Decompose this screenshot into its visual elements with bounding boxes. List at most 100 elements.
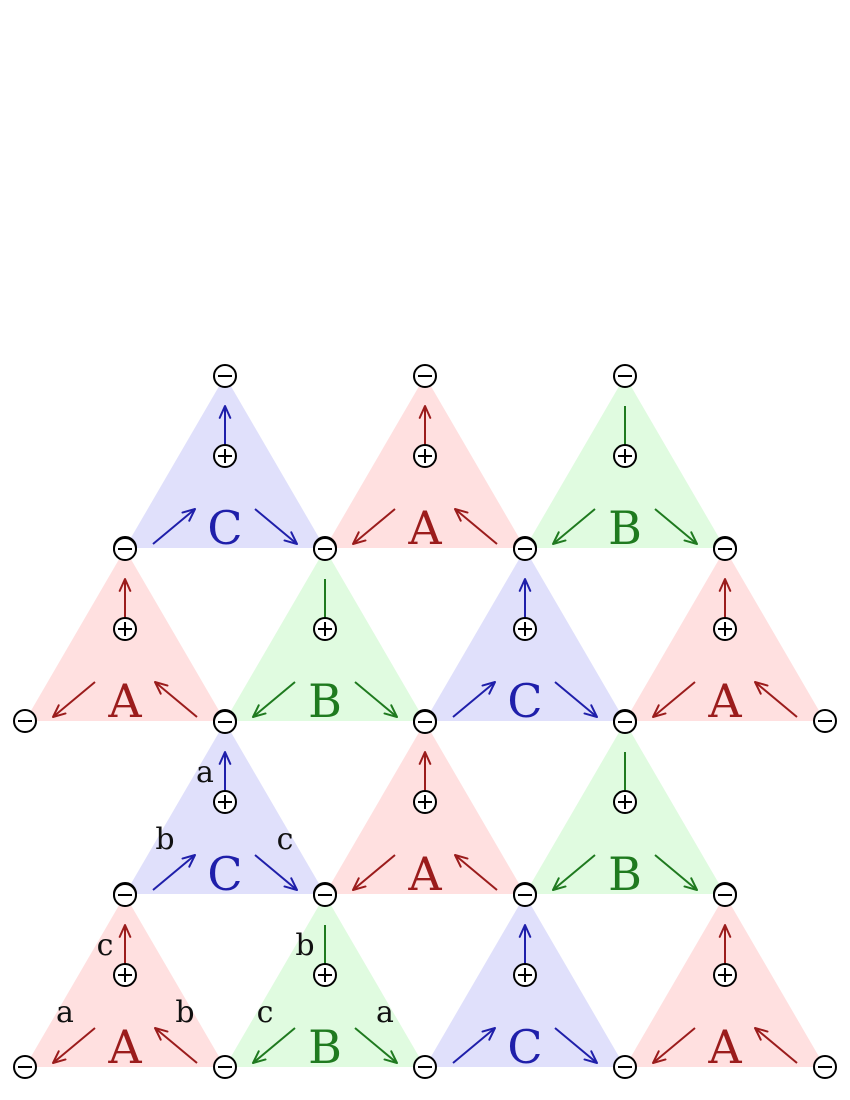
negative-node — [113, 883, 137, 907]
tile-letter: C — [207, 847, 242, 901]
arrow-right-head — [583, 1050, 598, 1064]
positive-node — [713, 963, 737, 987]
negative-node — [713, 883, 737, 907]
positive-node — [613, 444, 637, 468]
arrow-right-head — [454, 508, 469, 522]
negative-node — [313, 537, 337, 561]
arrow-left — [252, 681, 296, 718]
arrow-right-head — [383, 1050, 398, 1064]
arrow-right — [354, 681, 398, 718]
arrow-right-head — [454, 854, 469, 868]
arrow-right-shaft — [754, 681, 798, 718]
arrow-top-head — [418, 405, 432, 419]
negative-node — [613, 710, 637, 734]
edge-label-right: a — [376, 995, 394, 1030]
arrow-left-shaft — [252, 681, 296, 718]
arrow-left-shaft — [552, 508, 596, 545]
tile-letter: B — [308, 1020, 342, 1074]
tile-letter: B — [608, 501, 642, 555]
negative-node — [413, 710, 437, 734]
arrow-right-head — [154, 1027, 169, 1041]
arrow-right-shaft — [554, 1027, 598, 1064]
edge-label-top: a — [196, 755, 214, 790]
arrow-right-shaft — [354, 681, 398, 718]
arrow-right-shaft — [254, 508, 298, 545]
arrow-right — [254, 854, 298, 891]
arrow-top-head — [518, 924, 532, 938]
positive-node — [513, 963, 537, 987]
negative-node — [213, 364, 237, 388]
arrow-left-head — [652, 704, 667, 718]
tile-letter: C — [507, 1020, 542, 1074]
tile-letter: A — [107, 674, 142, 728]
arrow-left — [352, 854, 396, 891]
arrow-left-shaft — [352, 854, 396, 891]
negative-node — [513, 537, 537, 561]
arrow-right — [154, 1027, 198, 1064]
negative-node — [213, 710, 237, 734]
positive-node — [213, 444, 237, 468]
arrow-left — [652, 1027, 696, 1064]
arrow-right — [354, 1027, 398, 1064]
arrow-right-shaft — [654, 854, 698, 891]
arrow-right — [254, 508, 298, 545]
negative-node — [213, 1055, 237, 1079]
arrow-left-shaft — [652, 681, 696, 718]
positive-node — [513, 617, 537, 641]
arrow-left-shaft — [252, 1027, 296, 1064]
arrow-left — [452, 1027, 496, 1064]
tile-letter: A — [407, 501, 442, 555]
negative-node — [713, 537, 737, 561]
arrow-left-head — [252, 1050, 267, 1064]
arrow-left — [652, 681, 696, 718]
arrow-left — [552, 508, 596, 545]
arrow-right-head — [154, 681, 169, 695]
arrow-right — [554, 681, 598, 718]
tile-letter: A — [107, 1020, 142, 1074]
arrow-right-head — [683, 531, 698, 545]
arrow-left-head — [352, 877, 367, 891]
arrow-right — [654, 854, 698, 891]
positive-node — [113, 617, 137, 641]
arrow-right-shaft — [154, 1027, 198, 1064]
arrow-right-shaft — [754, 1027, 798, 1064]
arrow-right-head — [683, 877, 698, 891]
arrow-left — [52, 681, 96, 718]
tile-letter: C — [207, 501, 242, 555]
positive-node — [413, 790, 437, 814]
arrow-right-shaft — [654, 508, 698, 545]
positive-node — [613, 790, 637, 814]
arrow-left-head — [481, 681, 496, 695]
positive-node — [113, 963, 137, 987]
arrow-right — [554, 1027, 598, 1064]
negative-node — [13, 1055, 37, 1079]
positive-node — [313, 963, 337, 987]
arrow-right-head — [583, 704, 598, 718]
arrow-right-head — [754, 681, 769, 695]
arrow-right — [454, 854, 498, 891]
edge-label-left: c — [257, 995, 274, 1030]
tile-letter: A — [407, 847, 442, 901]
arrow-left-head — [181, 508, 196, 522]
edge-label-right: c — [277, 822, 294, 857]
arrow-right-shaft — [354, 1027, 398, 1064]
arrow-right-shaft — [254, 854, 298, 891]
negative-node — [13, 709, 37, 733]
edge-label-top: c — [97, 928, 114, 963]
nodes-layer — [13, 364, 837, 1079]
arrow-left-shaft — [52, 681, 96, 718]
negative-node — [613, 1055, 637, 1079]
arrow-right — [454, 508, 498, 545]
arrow-left-head — [352, 531, 367, 545]
arrow-left — [352, 508, 396, 545]
arrow-right — [654, 508, 698, 545]
arrow-left-shaft — [152, 508, 196, 545]
arrow-top-head — [718, 578, 732, 592]
negative-node — [813, 709, 837, 733]
arrow-left — [52, 1027, 96, 1064]
arrow-left-shaft — [152, 854, 196, 891]
negative-node — [313, 883, 337, 907]
arrow-top-head — [118, 924, 132, 938]
arrow-top-head — [718, 924, 732, 938]
